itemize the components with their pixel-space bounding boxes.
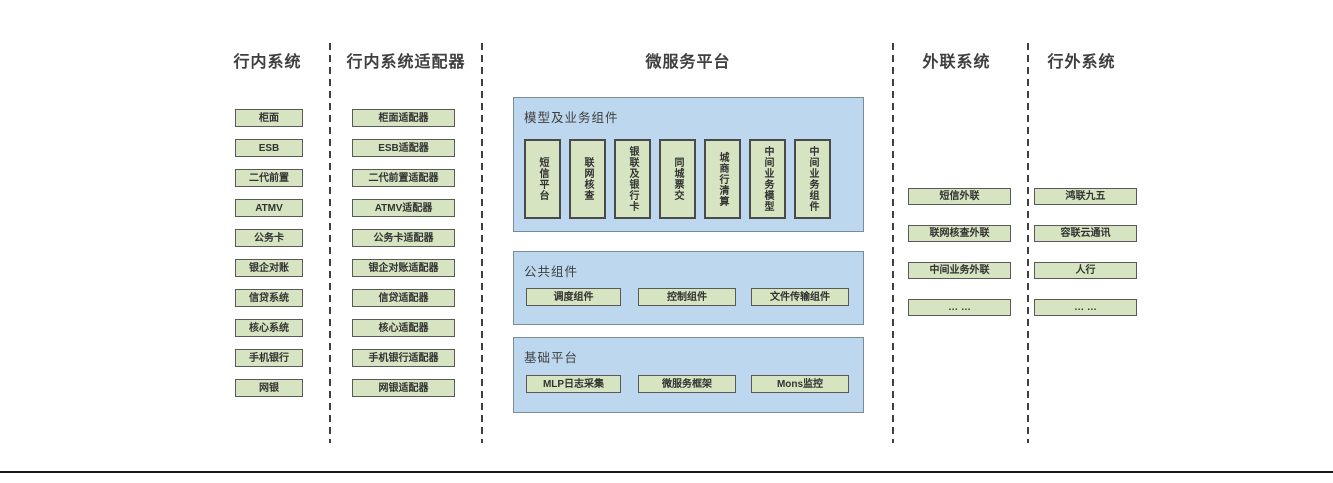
common-component-box: 调度组件 (526, 288, 621, 306)
column-title-microservice-platform: 微服务平台 (645, 54, 731, 71)
adapter-box: 银企对账适配器 (352, 259, 455, 277)
internal-system-box: 核心系统 (235, 319, 303, 337)
adapter-box: 公务卡适配器 (352, 229, 455, 247)
panel-model-business-components: 模型及业务组件 短信平台 联网核查 银联及银行卡 同城票交 城商行清算 中间业务… (513, 97, 864, 232)
model-component-box: 中间业务模型 (749, 139, 786, 219)
adapter-box: ATMV适配器 (352, 199, 455, 217)
column-separator-1 (329, 43, 331, 443)
external-system-box: 鸿联九五 (1034, 188, 1137, 205)
adapter-box: 网银适配器 (352, 379, 455, 397)
internal-system-box: 网银 (235, 379, 303, 397)
adapter-box: 手机银行适配器 (352, 349, 455, 367)
panel-label: 公共组件 (524, 265, 579, 279)
column-separator-3 (892, 43, 894, 443)
panel-base-platform: 基础平台 MLP日志采集 微服务框架 Mons监控 (513, 337, 864, 413)
internal-system-box: ATMV (235, 199, 303, 217)
internal-system-box: 公务卡 (235, 229, 303, 247)
adapter-box: 柜面适配器 (352, 109, 455, 127)
column-separator-4 (1027, 43, 1029, 443)
model-component-box: 城商行清算 (704, 139, 741, 219)
external-system-box: 人行 (1034, 262, 1137, 279)
adapter-box: ESB适配器 (352, 139, 455, 157)
common-component-box: 控制组件 (638, 288, 736, 306)
common-component-box: 文件传输组件 (751, 288, 849, 306)
model-component-box: 同城票交 (659, 139, 696, 219)
internal-system-box: 柜面 (235, 109, 303, 127)
internal-system-box: 信贷系统 (235, 289, 303, 307)
base-platform-box: MLP日志采集 (526, 375, 621, 393)
internal-system-box: 手机银行 (235, 349, 303, 367)
column-title-external-systems: 行外系统 (1047, 54, 1116, 71)
external-system-box: 容联云通讯 (1034, 225, 1137, 242)
column-title-outreach-systems: 外联系统 (922, 54, 991, 71)
panel-label: 基础平台 (524, 351, 579, 365)
column-title-internal-systems: 行内系统 (233, 54, 302, 71)
bottom-divider-line (0, 471, 1333, 473)
external-system-box: … … (1034, 299, 1137, 316)
internal-system-box: ESB (235, 139, 303, 157)
adapter-box: 核心适配器 (352, 319, 455, 337)
outreach-system-box: 联网核查外联 (908, 225, 1011, 242)
panel-common-components: 公共组件 调度组件 控制组件 文件传输组件 (513, 251, 864, 325)
outreach-system-box: 中间业务外联 (908, 262, 1011, 279)
internal-system-box: 二代前置 (235, 169, 303, 187)
adapter-box: 二代前置适配器 (352, 169, 455, 187)
column-separator-2 (481, 43, 483, 443)
column-title-internal-adapters: 行内系统适配器 (346, 54, 466, 71)
model-component-box: 短信平台 (524, 139, 561, 219)
outreach-system-box: … … (908, 299, 1011, 316)
base-platform-box: Mons监控 (751, 375, 849, 393)
outreach-system-box: 短信外联 (908, 188, 1011, 205)
adapter-box: 信贷适配器 (352, 289, 455, 307)
panel-label: 模型及业务组件 (524, 111, 619, 125)
base-platform-box: 微服务框架 (638, 375, 736, 393)
internal-system-box: 银企对账 (235, 259, 303, 277)
model-component-box: 银联及银行卡 (614, 139, 651, 219)
model-component-box: 联网核查 (569, 139, 606, 219)
model-component-box: 中间业务组件 (794, 139, 831, 219)
